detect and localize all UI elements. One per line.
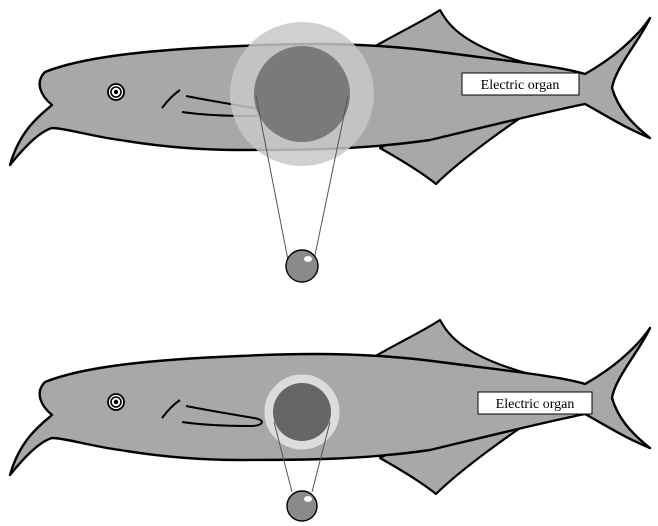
object-sphere: [286, 250, 318, 282]
electric-organ-label: Electric organ: [496, 397, 575, 412]
fish-panel-bottom: Electric organ: [10, 320, 650, 521]
fish-panel-top: Electric organ: [10, 10, 650, 282]
object-highlight: [304, 496, 312, 502]
electric-field-image: [254, 46, 350, 142]
electric-organ-label: Electric organ: [481, 78, 560, 93]
object-sphere: [287, 491, 317, 521]
electric-field-image: [273, 383, 331, 441]
object-highlight: [304, 256, 312, 262]
